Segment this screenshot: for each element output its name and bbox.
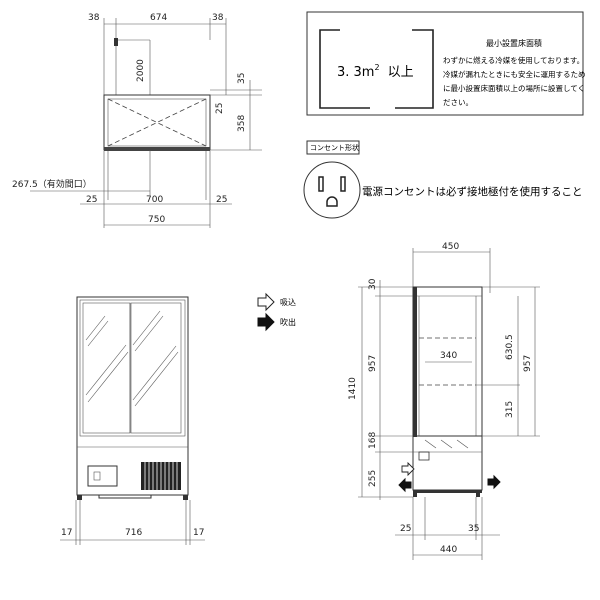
side-exhaust-arrow-right-icon	[487, 474, 501, 490]
dim-2000: 2000	[136, 59, 146, 82]
dim-top-left: 38	[88, 13, 100, 23]
side-dim-1410: 1410	[348, 377, 358, 400]
front-dim-left: 17	[61, 528, 72, 538]
side-dim-bottom-25: 25	[400, 524, 411, 534]
side-dim-bottom-35: 35	[468, 524, 479, 534]
dim-right-25: 25	[215, 103, 225, 114]
dim-right-358: 358	[237, 115, 247, 132]
side-intake-arrow-icon	[401, 461, 415, 477]
side-dim-440: 440	[440, 545, 457, 555]
outlet-note: 電源コンセントは必ず接地極付を使用すること	[362, 185, 583, 198]
dim-total-750: 750	[148, 215, 165, 225]
side-view: 450 340 30 957 168 255 1410	[348, 242, 540, 560]
side-dim-left-255: 255	[368, 470, 378, 487]
airflow-legend: 吸込 吹出	[257, 292, 296, 332]
legend-intake: 吸込	[280, 298, 296, 307]
side-dim-right-315: 315	[505, 401, 515, 418]
dim-mid-center: 700	[146, 195, 163, 205]
dim-top-center: 674	[150, 13, 167, 23]
side-dim-340: 340	[440, 351, 457, 361]
intake-arrow-icon	[257, 292, 275, 312]
dim-mid-right: 25	[216, 195, 227, 205]
legend-exhaust: 吹出	[280, 317, 296, 327]
top-view: 38 674 38 2000 35 25 358 267.5（有効間口） 2	[12, 13, 262, 228]
outlet-icon	[303, 161, 361, 219]
side-dim-right-957: 957	[523, 355, 533, 372]
side-exhaust-arrow-left-icon	[398, 477, 412, 493]
effective-opening-label: 267.5（有効間口）	[12, 178, 92, 190]
front-view: 17 716 17	[60, 296, 205, 545]
install-title: 最小設置床面積	[486, 38, 542, 48]
side-dim-450: 450	[442, 242, 459, 252]
side-dim-left-957: 957	[368, 355, 378, 372]
install-text-4: ださい。	[443, 98, 473, 107]
outlet-label: コンセント形状	[310, 143, 359, 152]
install-text-3: に最小設置床面積以上の場所に設置してく	[443, 83, 585, 93]
front-dim-right: 17	[193, 528, 204, 538]
dim-top-right: 38	[212, 13, 224, 23]
install-text-2: 冷媒が漏れたときにも安全に運用するため	[443, 69, 586, 79]
exhaust-arrow-icon	[257, 312, 275, 332]
front-dim-center: 716	[125, 528, 142, 538]
outlet-section: コンセント形状 電源コンセントは必ず接地極付を使用すること	[303, 140, 583, 219]
install-text-1: わずかに燃える冷媒を使用しております。	[443, 55, 584, 65]
dim-right-35: 35	[237, 73, 247, 84]
side-dim-right-630: 630.5	[505, 334, 515, 360]
dim-mid-left: 25	[86, 195, 97, 205]
side-dim-left-30: 30	[368, 278, 378, 290]
side-dim-left-168: 168	[368, 432, 378, 449]
